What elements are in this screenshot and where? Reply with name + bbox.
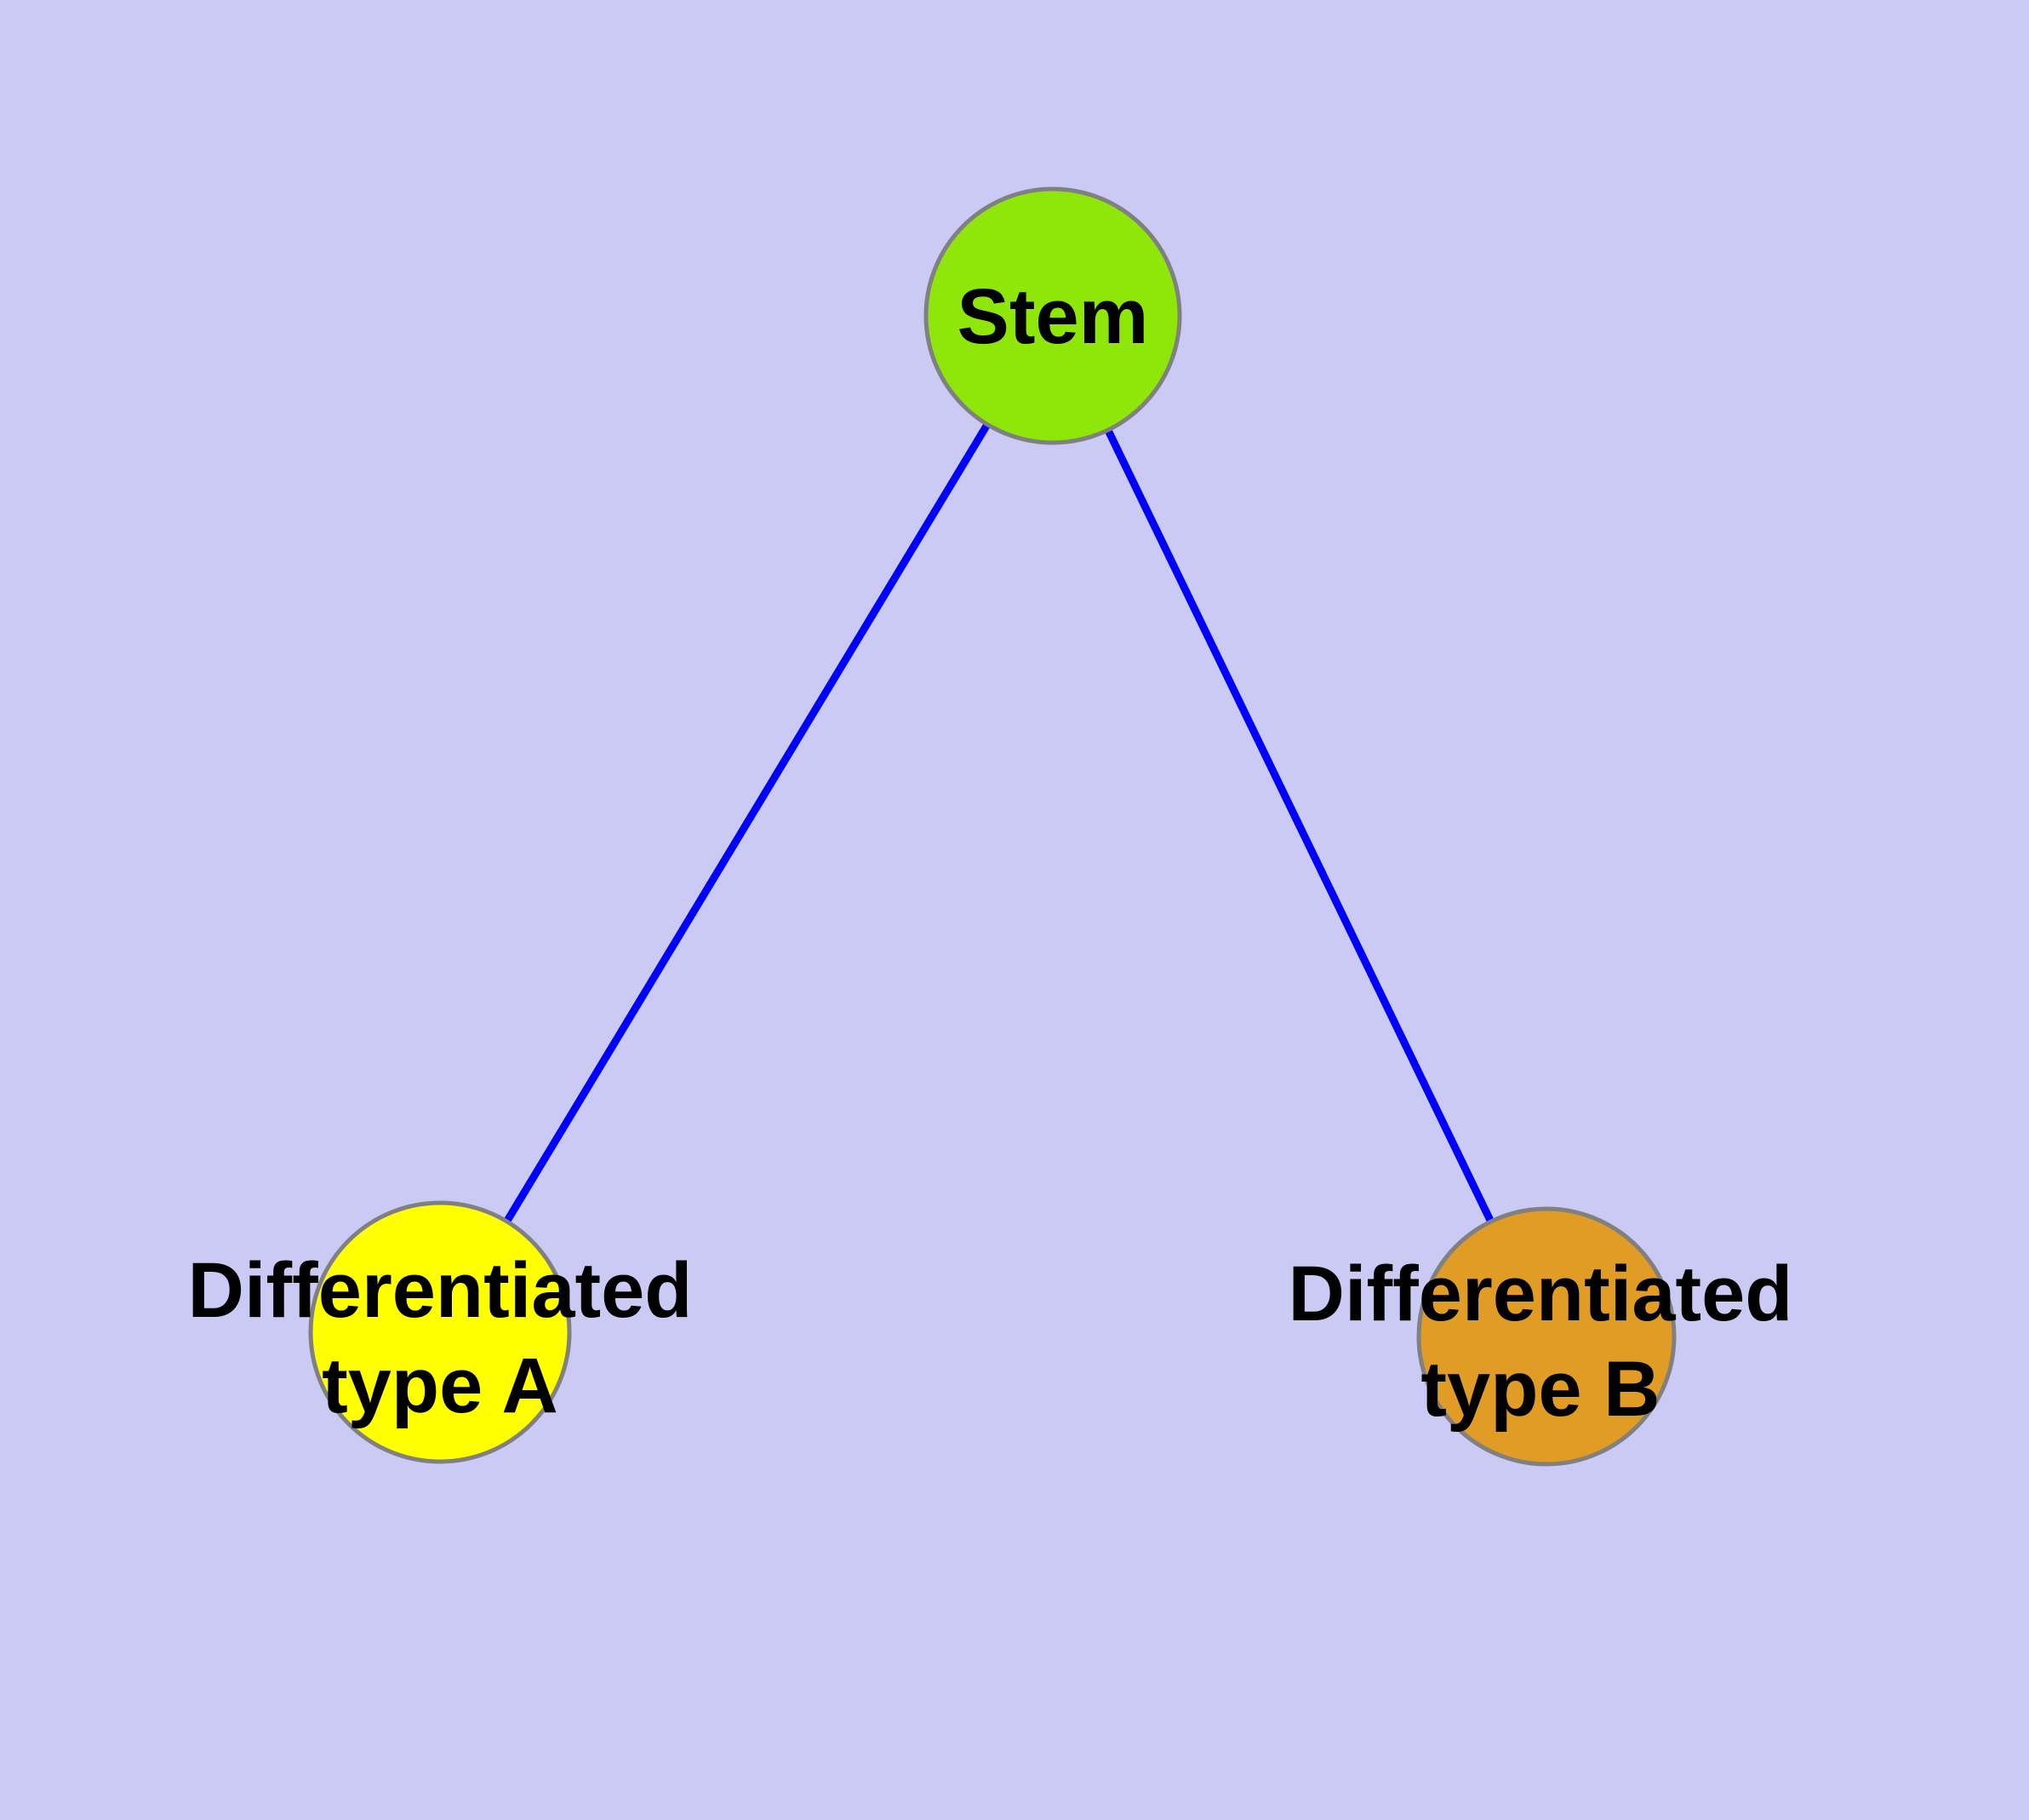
node-stem xyxy=(923,186,1182,445)
node-stem-label: Stem xyxy=(957,273,1149,360)
node-type-b-label-line2: type B xyxy=(1420,1346,1660,1433)
node-type-a-label-line1: Differentiated xyxy=(188,1247,693,1334)
edge-stem-to-type-a xyxy=(436,312,1057,1336)
node-type-b xyxy=(1416,1206,1677,1467)
node-type-a xyxy=(308,1200,572,1464)
node-type-b-label-line1: Differentiated xyxy=(1289,1251,1793,1337)
node-type-a-label-line2: type A xyxy=(322,1342,558,1429)
edge-stem-to-type-b xyxy=(1049,312,1551,1341)
